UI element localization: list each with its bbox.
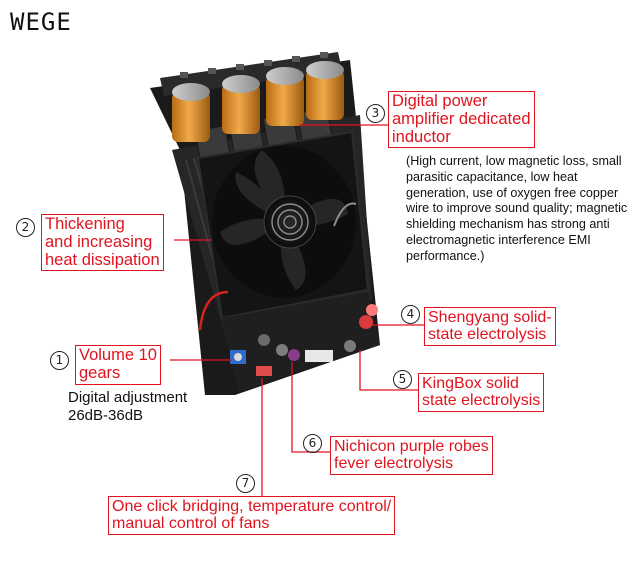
brand-logo: WEGE — [10, 8, 72, 36]
dip-switch — [256, 366, 272, 376]
callout-6-number: 6 — [303, 434, 322, 453]
fan-wire — [198, 290, 229, 331]
callout-3-line: Digital power — [392, 92, 488, 110]
callout-5-line: KingBox solid — [422, 375, 519, 392]
callout-1-note-line: Digital adjustment — [68, 389, 188, 406]
callout-3-line: inductor — [392, 127, 451, 146]
callout-5-box: KingBox solid state electrolysis — [418, 373, 545, 412]
cooling-fan — [196, 130, 370, 320]
callout-4-box: Shengyang solid- state electrolysis — [424, 307, 556, 346]
callout-6-box: Nichicon purple robes fever electrolysis — [330, 436, 493, 475]
callout-6-line: Nichicon purple robes — [334, 438, 489, 455]
small-capacitors — [258, 304, 378, 361]
connector — [305, 350, 333, 362]
callout-6-line: fever electrolysis — [334, 455, 454, 473]
callout-2-line: Thickening — [45, 215, 125, 233]
callout-2-number: 2 — [16, 218, 35, 237]
capacitors — [172, 61, 344, 142]
callout-3-number: 3 — [366, 104, 385, 123]
callout-3-description: (High current, low magnetic loss, small … — [406, 154, 628, 263]
callout-1-box: Volume 10 gears — [75, 345, 161, 385]
callout-1-note-line: 26dB-36dB — [68, 407, 144, 424]
callout-7-number: 7 — [236, 474, 255, 493]
callout-4-number: 4 — [401, 305, 420, 324]
callout-1-number: 1 — [50, 351, 69, 370]
callout-2-line: heat dissipation — [45, 250, 160, 269]
callout-5-line: state electrolysis — [422, 392, 541, 410]
callout-4-line: state electrolysis — [428, 326, 547, 344]
callout-3-box: Digital power amplifier dedicated induct… — [388, 91, 535, 149]
callout-1-line: Volume 10 — [79, 346, 157, 364]
callout-7-box: One click bridging, temperature control/… — [108, 496, 396, 535]
callout-1-note: Digital adjustment 26dB-36dB — [68, 389, 187, 425]
callout-4-line: Shengyang solid- — [428, 309, 552, 326]
callout-7-line: One click bridging, temperature control/ — [112, 498, 392, 515]
callout-1-line: gears — [79, 363, 121, 382]
terminal-block — [160, 52, 342, 96]
callout-3-line: amplifier dedicated — [392, 109, 531, 128]
callout-2-box: Thickening and increasing heat dissipati… — [41, 214, 164, 272]
callout-2-line: and increasing — [45, 232, 153, 251]
callout-5-number: 5 — [393, 370, 412, 389]
callout-7-line: manual control of fans — [112, 515, 270, 533]
